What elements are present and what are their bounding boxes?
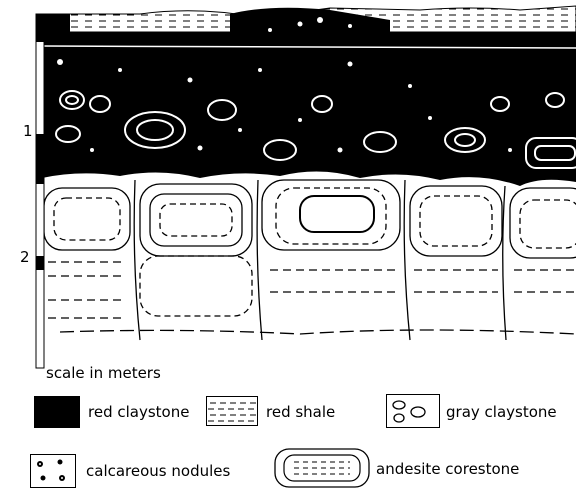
legend-item-andesite-corestone: andesite corestone — [272, 446, 572, 480]
red-claystone-swatch — [34, 396, 80, 428]
andesite-corestones — [44, 180, 576, 340]
legend-label: gray claystone — [446, 403, 557, 421]
scale-bar — [36, 14, 44, 368]
red-claystone-layer — [42, 32, 576, 186]
scale-tick-2: 2 — [20, 250, 30, 265]
red-shale-swatch — [206, 396, 258, 426]
calcareous-nodules-swatch — [30, 454, 76, 488]
gray-claystone-swatch — [386, 394, 440, 428]
scale-tick-1: 1 — [23, 124, 33, 139]
legend-item-red-claystone: red claystone — [34, 396, 224, 430]
scale-caption: scale in meters — [46, 364, 161, 382]
legend-label: andesite corestone — [376, 460, 519, 478]
legend-label: red shale — [266, 403, 335, 421]
legend-item-gray-claystone: gray claystone — [386, 394, 576, 428]
legend-item-calcareous-nodules: calcareous nodules — [30, 454, 260, 488]
andesite-corestone-swatch — [272, 446, 372, 490]
stratigraphic-section — [0, 0, 576, 370]
legend-item-red-shale: red shale — [206, 396, 356, 430]
legend-label: calcareous nodules — [86, 462, 230, 480]
legend-label: red claystone — [88, 403, 189, 421]
